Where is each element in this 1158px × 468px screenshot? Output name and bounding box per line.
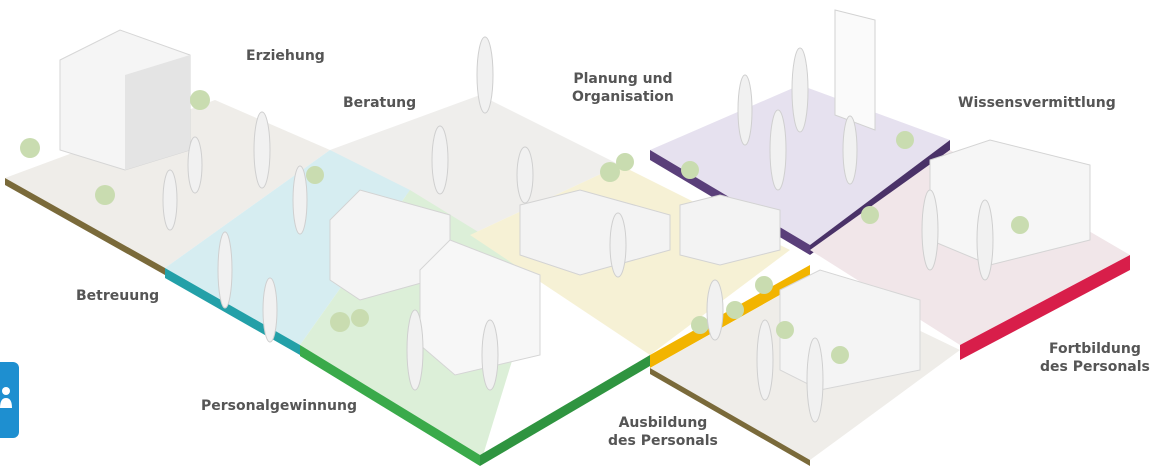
label-personalgewinnung: Personalgewinnung (201, 398, 357, 414)
label-betreuung: Betreuung (76, 288, 160, 304)
whiteboard (834, 9, 876, 131)
label-beratung: Beratung (343, 95, 417, 111)
trees (20, 90, 1029, 364)
building-office (929, 139, 1091, 266)
label-fortbildung: Fortbildung des Personals (1040, 341, 1150, 375)
label-planung: Planung und Organisation (572, 71, 674, 105)
label-erziehung: Erziehung (246, 48, 325, 64)
label-ausbildung: Ausbildung des Personals (608, 415, 718, 449)
label-wissensvermittlung: Wissensvermittlung (958, 95, 1116, 111)
person-icon (0, 387, 12, 408)
people (162, 36, 994, 423)
building-apartment (59, 29, 191, 171)
building-school (519, 189, 781, 276)
tile-beratung (330, 95, 620, 235)
accessibility-button[interactable] (0, 362, 19, 438)
